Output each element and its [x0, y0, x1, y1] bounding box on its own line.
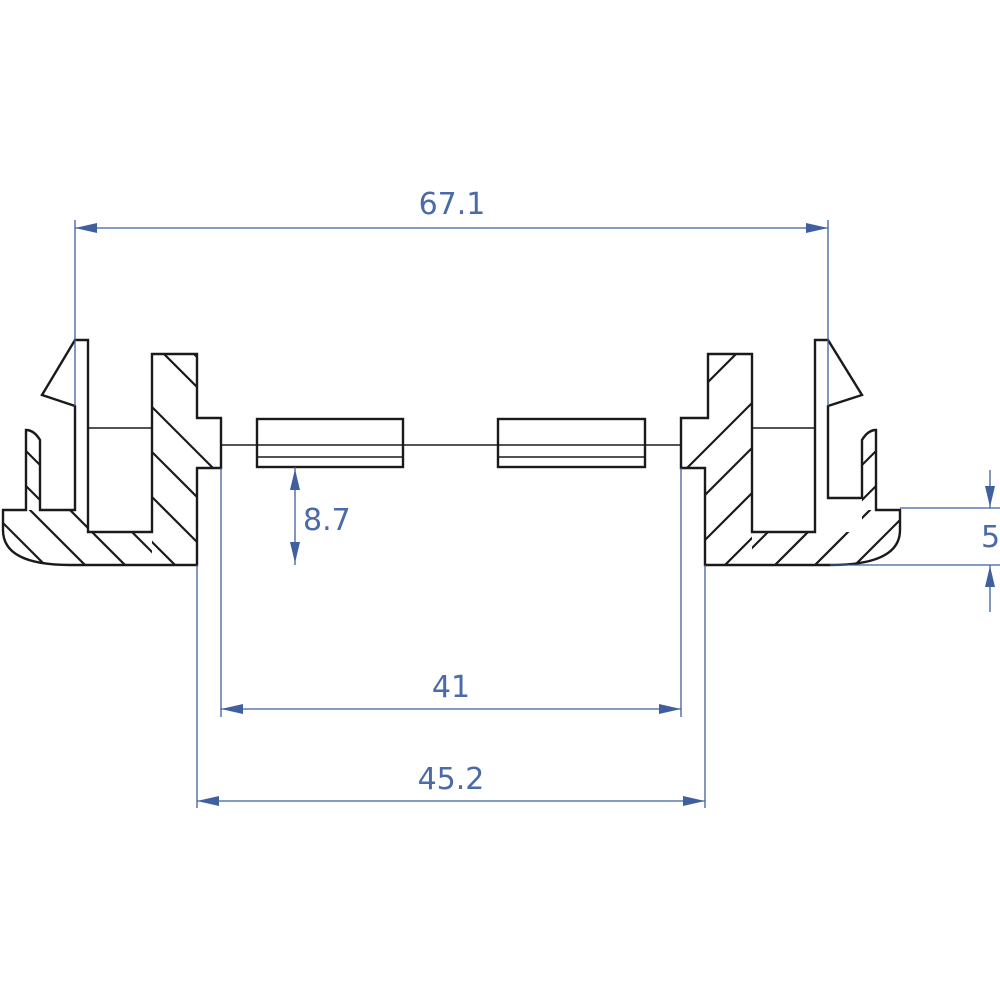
dimension-label-outer-width: 45.2 — [418, 762, 485, 797]
dimension-label-step-height: 8.7 — [303, 503, 351, 538]
dimension-step-height: 8.7 — [290, 467, 351, 565]
dimension-label-overall-width: 67.1 — [419, 187, 486, 222]
left-profile — [1, 338, 223, 567]
right-profile — [679, 338, 902, 567]
right-clip-hatch — [862, 444, 876, 510]
center-assembly — [221, 417, 681, 469]
right-wall-hatch — [681, 354, 752, 565]
right-insert-block — [496, 417, 647, 469]
right-outer-flange — [679, 338, 902, 567]
dimension-base-thickness: 5 — [830, 470, 1000, 612]
dimension-inner-width: 41 — [220, 468, 682, 717]
dimension-overall-width: 67.1 — [74, 187, 829, 406]
left-outer-flange — [1, 338, 223, 567]
left-insert-block — [255, 417, 405, 469]
left-clip-hatch — [26, 444, 40, 510]
left-wall-hatch — [152, 354, 221, 565]
dimension-label-inner-width: 41 — [432, 670, 470, 705]
dimension-outer-width: 45.2 — [196, 565, 706, 808]
dimension-label-base-thickness: 5 — [981, 520, 1000, 555]
